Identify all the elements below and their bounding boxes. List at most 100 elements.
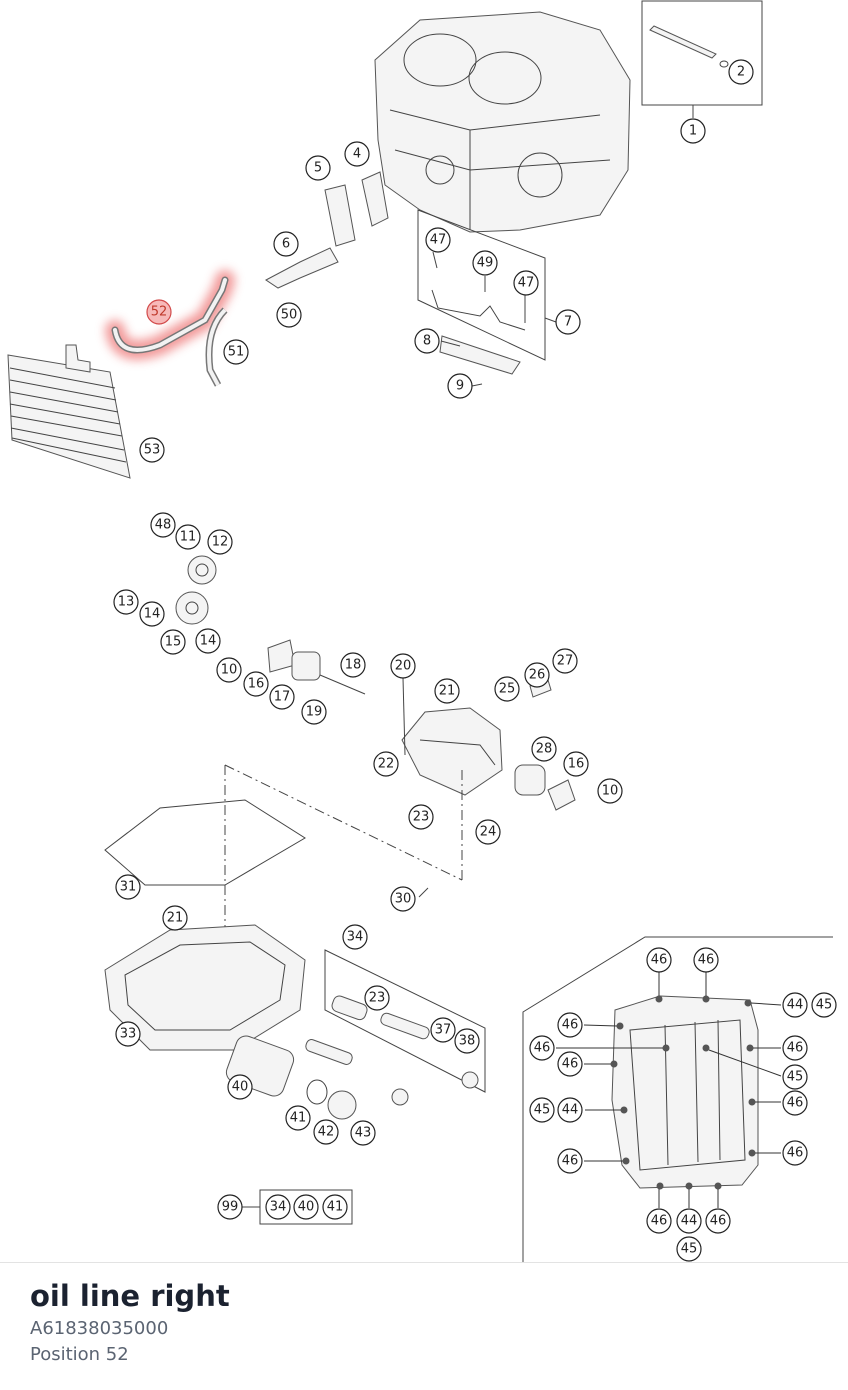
callout-23[interactable]: 23 <box>408 804 434 830</box>
callout-number: 14 <box>144 607 161 622</box>
callout-5[interactable]: 5 <box>305 155 331 181</box>
callout-11[interactable]: 11 <box>175 524 201 550</box>
callout-26[interactable]: 26 <box>524 662 550 688</box>
callout-number: 52 <box>151 305 168 320</box>
oil-cooler-part <box>7 344 131 479</box>
callout-46[interactable]: 46 <box>557 1012 583 1038</box>
callout-46[interactable]: 46 <box>529 1035 555 1061</box>
callout-circle <box>146 299 172 325</box>
callout-21[interactable]: 21 <box>162 905 188 931</box>
callout-51[interactable]: 51 <box>223 339 249 365</box>
callout-23[interactable]: 23 <box>364 985 390 1011</box>
callout-53[interactable]: 53 <box>139 437 165 463</box>
callout-number: 48 <box>155 518 172 533</box>
callout-34[interactable]: 34 <box>265 1194 291 1220</box>
callout-9[interactable]: 9 <box>447 373 473 399</box>
callout-number: 5 <box>314 161 322 176</box>
callout-42[interactable]: 42 <box>313 1119 339 1145</box>
callout-10[interactable]: 10 <box>597 778 623 804</box>
callout-45[interactable]: 45 <box>811 992 837 1018</box>
callout-7[interactable]: 7 <box>555 309 581 335</box>
callout-46[interactable]: 46 <box>782 1035 808 1061</box>
callout-52-highlighted[interactable]: 52 <box>146 299 172 325</box>
callout-46[interactable]: 46 <box>693 947 719 973</box>
callout-6[interactable]: 6 <box>273 231 299 257</box>
part-position: Position 52 <box>30 1344 129 1365</box>
callout-1[interactable]: 1 <box>680 118 706 144</box>
callout-44[interactable]: 44 <box>782 992 808 1018</box>
callout-circle <box>555 309 581 335</box>
callout-16[interactable]: 16 <box>243 671 269 697</box>
callout-46[interactable]: 46 <box>646 1208 672 1234</box>
callout-31[interactable]: 31 <box>115 874 141 900</box>
callout-45[interactable]: 45 <box>782 1064 808 1090</box>
callout-50[interactable]: 50 <box>276 302 302 328</box>
callout-22[interactable]: 22 <box>373 751 399 777</box>
callout-40[interactable]: 40 <box>227 1074 253 1100</box>
callout-14[interactable]: 14 <box>195 628 221 654</box>
callout-18[interactable]: 18 <box>340 652 366 678</box>
callout-24[interactable]: 24 <box>475 819 501 845</box>
callout-8[interactable]: 8 <box>414 328 440 354</box>
callout-circle <box>454 1028 480 1054</box>
callout-13[interactable]: 13 <box>113 589 139 615</box>
callout-circle <box>223 339 249 365</box>
callout-47[interactable]: 47 <box>425 227 451 253</box>
callout-10[interactable]: 10 <box>216 657 242 683</box>
part-number: A61838035000 <box>30 1318 169 1339</box>
callout-number: 45 <box>816 998 833 1013</box>
callout-43[interactable]: 43 <box>350 1120 376 1146</box>
callout-27[interactable]: 27 <box>552 648 578 674</box>
callout-circle <box>557 1012 583 1038</box>
callout-21[interactable]: 21 <box>434 678 460 704</box>
callout-45[interactable]: 45 <box>676 1236 702 1262</box>
callout-15[interactable]: 15 <box>160 629 186 655</box>
oil-line-right-part <box>105 270 235 360</box>
callout-number: 44 <box>787 998 804 1013</box>
callout-circle <box>243 671 269 697</box>
callout-46[interactable]: 46 <box>782 1140 808 1166</box>
callout-46[interactable]: 46 <box>646 947 672 973</box>
callout-16[interactable]: 16 <box>563 751 589 777</box>
callout-45[interactable]: 45 <box>529 1097 555 1123</box>
callout-46[interactable]: 46 <box>782 1090 808 1116</box>
callout-37[interactable]: 37 <box>430 1017 456 1043</box>
callout-41[interactable]: 41 <box>322 1194 348 1220</box>
callout-49[interactable]: 49 <box>472 250 498 276</box>
callout-17[interactable]: 17 <box>269 684 295 710</box>
callout-46[interactable]: 46 <box>705 1208 731 1234</box>
callout-41[interactable]: 41 <box>285 1105 311 1131</box>
callout-2[interactable]: 2 <box>728 59 754 85</box>
callout-4[interactable]: 4 <box>344 141 370 167</box>
callout-34[interactable]: 34 <box>342 924 368 950</box>
callout-48[interactable]: 48 <box>150 512 176 538</box>
callout-number: 24 <box>480 825 497 840</box>
callout-14[interactable]: 14 <box>139 601 165 627</box>
callout-44[interactable]: 44 <box>676 1208 702 1234</box>
callout-circle <box>676 1208 702 1234</box>
callout-circle <box>364 985 390 1011</box>
callout-46[interactable]: 46 <box>557 1148 583 1174</box>
callout-number: 40 <box>298 1200 315 1215</box>
callout-40[interactable]: 40 <box>293 1194 319 1220</box>
callout-number: 43 <box>355 1126 372 1141</box>
callout-number: 53 <box>144 443 161 458</box>
callout-20[interactable]: 20 <box>390 653 416 679</box>
callout-number: 34 <box>270 1200 287 1215</box>
callout-number: 12 <box>212 535 229 550</box>
kit-box <box>242 1189 353 1225</box>
callout-circle <box>350 1120 376 1146</box>
callout-44[interactable]: 44 <box>557 1097 583 1123</box>
callout-number: 22 <box>378 757 395 772</box>
callout-19[interactable]: 19 <box>301 699 327 725</box>
callout-99[interactable]: 99 <box>217 1194 243 1220</box>
callout-47[interactable]: 47 <box>513 270 539 296</box>
callout-25[interactable]: 25 <box>494 676 520 702</box>
callout-33[interactable]: 33 <box>115 1021 141 1047</box>
callout-46[interactable]: 46 <box>557 1051 583 1077</box>
callout-38[interactable]: 38 <box>454 1028 480 1054</box>
callout-12[interactable]: 12 <box>207 529 233 555</box>
callout-28[interactable]: 28 <box>531 736 557 762</box>
callout-30[interactable]: 30 <box>390 886 416 912</box>
